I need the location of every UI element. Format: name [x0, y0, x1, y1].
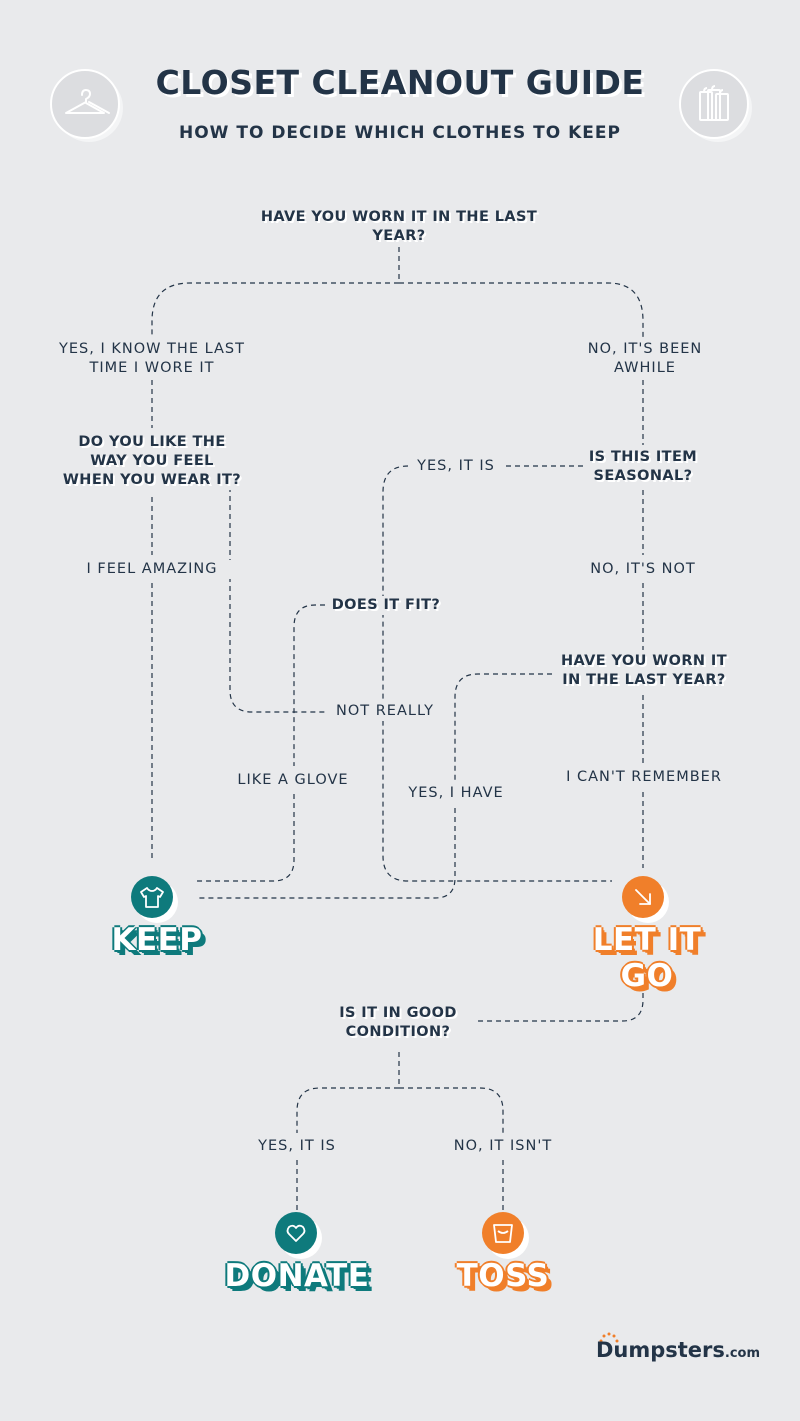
connector-letgo-q6	[473, 966, 644, 1022]
outcome-let-it-go: LET IT GO	[592, 922, 702, 994]
dumpsters-logo: Dumpsters.com	[596, 1338, 760, 1362]
logo-name: Dumpsters	[595, 1338, 725, 1362]
connector-q4-glove	[293, 604, 325, 766]
answer-yes-i-have: YES, I HAVE	[400, 784, 512, 803]
outcome-keep: KEEP	[111, 922, 203, 958]
page-title: CLOSET CLEANOUT GUIDE	[155, 63, 645, 102]
logo-suffix: .com	[724, 1346, 760, 1361]
let-go-badge	[622, 876, 669, 923]
outcome-donate: DONATE	[224, 1258, 370, 1294]
connector-q6-left	[296, 1087, 399, 1133]
answer-condition-no: NO, IT ISN'T	[440, 1137, 566, 1156]
garment-rack-icon	[678, 68, 752, 142]
connector-q5yes-keep	[196, 808, 456, 899]
answer-yes-know-last-time: YES, I KNOW THE LAST TIME I WORE IT	[52, 340, 252, 378]
page-subtitle: HOW TO DECIDE WHICH CLOTHES TO KEEP	[179, 123, 621, 143]
connector-q5-yes	[454, 673, 552, 780]
question-like-feel: DO YOU LIKE THE WAY YOU FEEL WHEN YOU WE…	[62, 433, 242, 490]
connector-q6-right	[399, 1087, 504, 1133]
donate-badge	[275, 1212, 322, 1259]
answer-like-a-glove: LIKE A GLOVE	[230, 771, 356, 790]
answer-seasonal-yes: YES, IT IS	[408, 457, 504, 476]
question-worn-last-year: HAVE YOU WORN IT IN THE LAST YEAR?	[250, 208, 548, 246]
hanger-icon	[49, 68, 123, 142]
question-good-condition: IS IT IN GOOD CONDITION?	[318, 1004, 478, 1042]
question-does-it-fit: DOES IT FIT?	[326, 596, 446, 615]
question-seasonal: IS THIS ITEM SEASONAL?	[584, 448, 702, 486]
answer-condition-yes: YES, IT IS	[242, 1137, 352, 1156]
question-worn-last-year-2: HAVE YOU WORN IT IN THE LAST YEAR?	[552, 652, 736, 690]
toss-badge	[482, 1212, 529, 1259]
outcome-toss: TOSS	[456, 1258, 550, 1294]
answer-not-really: NOT REALLY	[328, 702, 442, 721]
trash-bin-icon	[493, 1224, 513, 1243]
answer-cant-remember: I CAN'T REMEMBER	[560, 768, 728, 787]
arrow-down-right-icon	[635, 889, 651, 905]
connector-glove-keep	[196, 794, 295, 882]
connector-q1-right	[399, 282, 644, 338]
connector-q3yes-letgo	[382, 465, 612, 882]
answer-been-awhile: NO, IT'S BEEN AWHILE	[565, 340, 725, 378]
heart-icon	[286, 1224, 306, 1242]
answer-seasonal-no: NO, IT'S NOT	[580, 560, 706, 579]
connector-q1-left	[151, 282, 399, 338]
tshirt-icon	[140, 887, 164, 908]
connector-q2-notreally	[229, 487, 328, 713]
answer-feel-amazing: I FEEL AMAZING	[72, 560, 232, 579]
keep-badge	[131, 876, 178, 923]
logo-sunburst-icon	[597, 1328, 621, 1347]
